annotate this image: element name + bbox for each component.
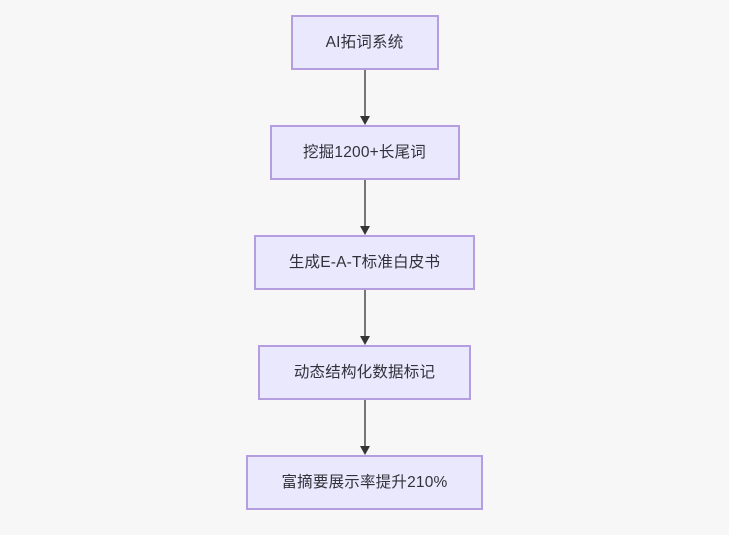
flow-edge-n2-n3: [356, 180, 374, 235]
flow-node-generate-eat-whitepaper[interactable]: 生成E-A-T标准白皮书: [254, 235, 475, 290]
flow-node-label: 挖掘1200+长尾词: [302, 143, 427, 161]
edge-line: [363, 290, 366, 337]
flow-node-label: 动态结构化数据标记: [293, 363, 436, 381]
down-arrow-icon: [359, 336, 370, 345]
flow-edge-n3-n4: [356, 290, 374, 345]
down-arrow-icon: [359, 446, 370, 455]
edge-line: [363, 400, 366, 447]
edge-line: [363, 180, 366, 227]
flow-node-dynamic-structured-data-markup[interactable]: 动态结构化数据标记: [258, 345, 471, 400]
flow-node-mine-longtail-keywords[interactable]: 挖掘1200+长尾词: [269, 125, 460, 180]
down-arrow-icon: [359, 226, 370, 235]
flow-node-rich-snippet-impression-lift[interactable]: 富摘要展示率提升210%: [246, 455, 483, 510]
flow-node-label: AI拓词系统: [325, 33, 404, 51]
edge-line: [363, 70, 366, 117]
flow-node-label: 生成E-A-T标准白皮书: [288, 253, 441, 271]
flow-edge-n1-n2: [356, 70, 374, 125]
flow-node-ai-keyword-system[interactable]: AI拓词系统: [290, 15, 439, 70]
flow-node-label: 富摘要展示率提升210%: [281, 473, 448, 491]
down-arrow-icon: [359, 116, 370, 125]
flow-edge-n4-n5: [356, 400, 374, 455]
